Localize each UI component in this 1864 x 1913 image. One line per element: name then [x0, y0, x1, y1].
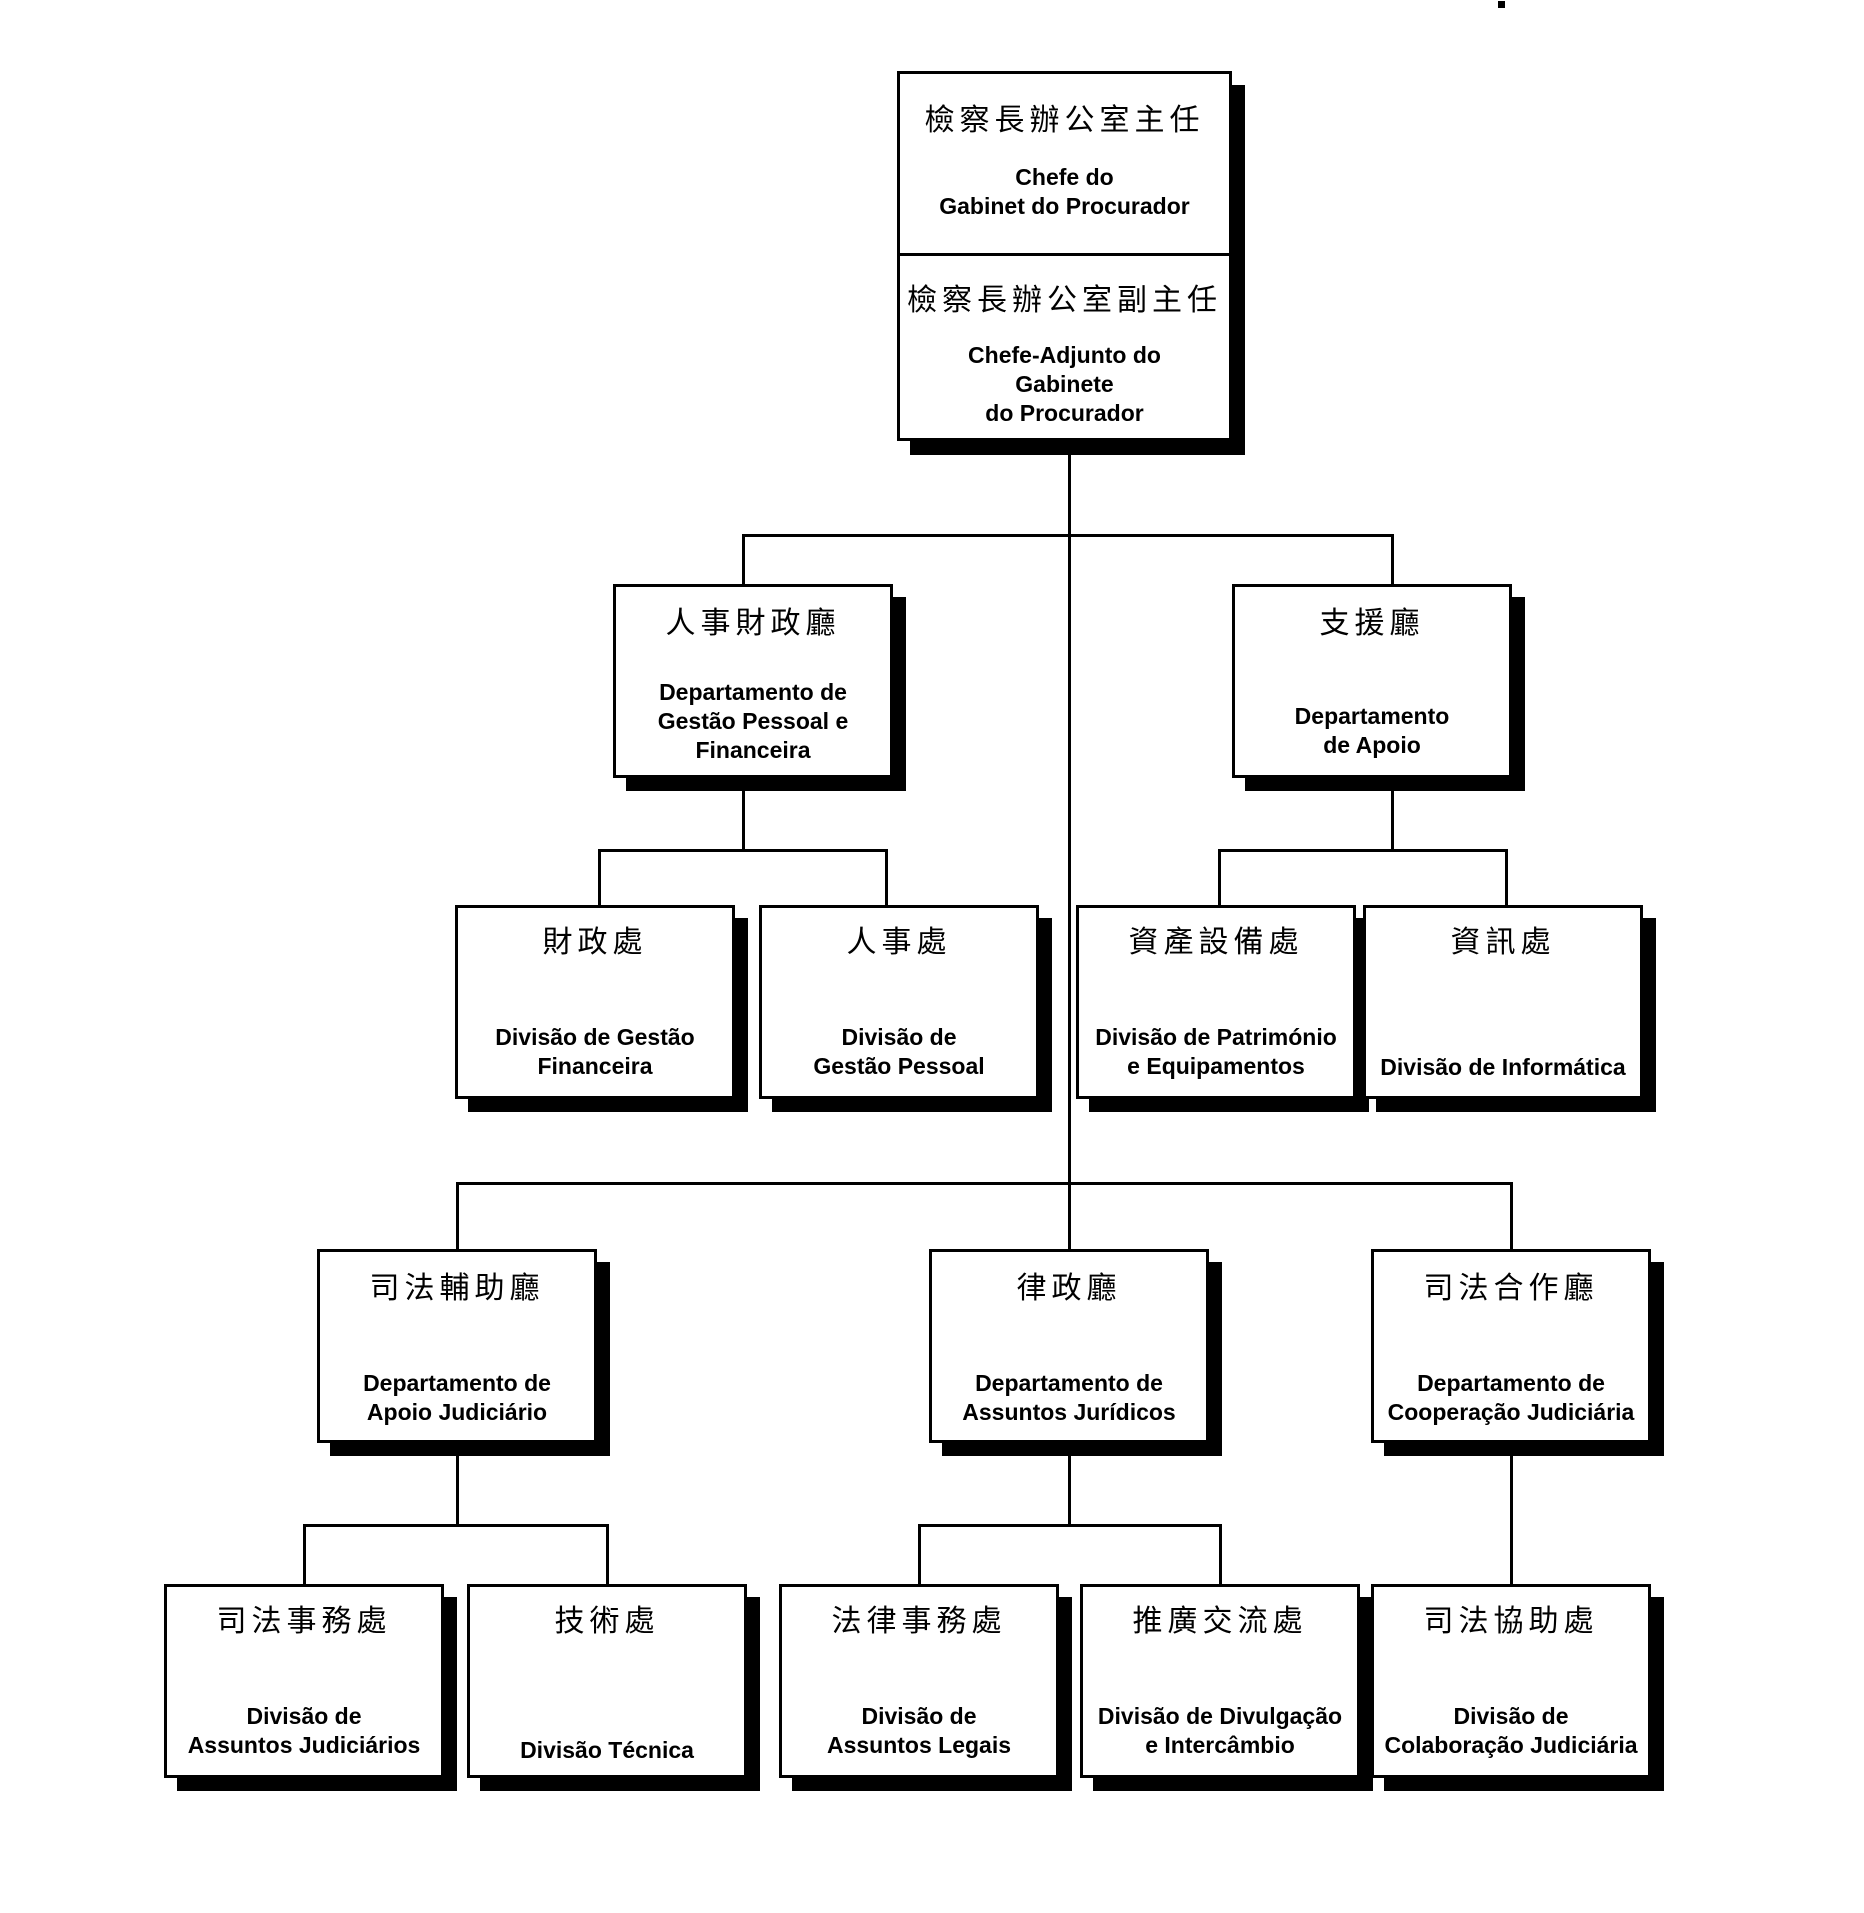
node-title-pt: Divisão de Gestão Financeira — [495, 1023, 695, 1079]
node-title-pt: Chefe do Gabinet do Procurador — [939, 163, 1190, 219]
node-title-zh: 法律事務處 — [831, 1605, 1007, 1638]
node-div-informatics[interactable]: 資訊處 Divisão de Informática — [1363, 905, 1643, 1099]
connector-bar-support-children — [1218, 849, 1508, 852]
node-title-pt: Divisão de Informática — [1380, 1053, 1626, 1080]
node-title-pt: Chefe-Adjunto do Gabinete do Procurador — [968, 341, 1161, 427]
node-dept-personnel-finance[interactable]: 人事財政廳 Departamento de Gestão Pessoal e F… — [613, 584, 893, 778]
node-title-zh: 技術處 — [554, 1605, 660, 1638]
node-dept-judicial-cooperation[interactable]: 司法合作廳 Departamento de Cooperação Judiciá… — [1371, 1249, 1651, 1443]
node-dept-support[interactable]: 支援廳 Departamento de Apoio — [1232, 584, 1512, 778]
connector-drop-from-dept-legal-affairs — [1068, 1430, 1071, 1525]
scan-artifact-dot — [1498, 1, 1505, 8]
node-title-pt: Departamento de Apoio — [1294, 702, 1450, 758]
node-title-pt: Departamento de Assuntos Jurídicos — [962, 1369, 1176, 1425]
node-title-pt: Divisão de Divulgação e Intercâmbio — [1097, 1702, 1343, 1758]
node-title-zh: 推廣交流處 — [1132, 1605, 1308, 1638]
node-title-pt: Divisão de Colaboração Judiciária — [1384, 1702, 1638, 1758]
node-title-pt: Divisão de Assuntos Legais — [826, 1702, 1012, 1758]
node-title-zh: 資產設備處 — [1128, 926, 1304, 959]
node-div-personnel-management[interactable]: 人事處 Divisão de Gestão Pessoal — [759, 905, 1039, 1099]
node-title-pt: Departamento de Cooperação Judiciária — [1387, 1369, 1635, 1425]
connector-drop-div-informatics — [1505, 849, 1508, 905]
node-title-zh: 檢察長辦公室主任 — [924, 104, 1205, 137]
node-title-pt: Divisão de Gestão Pessoal — [813, 1023, 985, 1079]
node-div-technical[interactable]: 技術處 Divisão Técnica — [467, 1584, 747, 1778]
connector-drop-div-personnel — [885, 849, 888, 905]
node-title-zh: 司法事務處 — [216, 1605, 392, 1638]
node-title-zh: 資訊處 — [1450, 926, 1556, 959]
connector-drop-dept-judicial-support — [456, 1182, 459, 1249]
connector-drop-from-dept-support — [1391, 778, 1394, 850]
connector-drop-from-dept-judicial-support — [456, 1430, 459, 1525]
connector-drop-div-assets — [1218, 849, 1221, 905]
node-title-pt: Divisão de Assuntos Judiciários — [187, 1702, 421, 1758]
connector-drop-dept-personnel-finance — [742, 534, 745, 584]
connector-drop-div-financial — [598, 849, 601, 905]
node-title-zh: 律政廳 — [1016, 1272, 1122, 1305]
connector-drop-div-judicial-affairs — [303, 1524, 306, 1584]
root-cell-deputy-chief[interactable]: 檢察長辦公室副主任 Chefe-Adjunto do Gabinete do P… — [900, 256, 1229, 438]
connector-bar-legal-affairs-children — [918, 1524, 1222, 1527]
node-title-pt: Departamento de Apoio Judiciário — [363, 1369, 551, 1425]
node-title-zh: 司法合作廳 — [1423, 1272, 1599, 1305]
root-cell-chief[interactable]: 檢察長辦公室主任 Chefe do Gabinet do Procurador — [900, 74, 1229, 256]
node-div-judicial-collaboration[interactable]: 司法協助處 Divisão de Colaboração Judiciária — [1371, 1584, 1651, 1778]
node-dept-judicial-support[interactable]: 司法輔助廳 Departamento de Apoio Judiciário — [317, 1249, 597, 1443]
node-title-zh: 檢察長辦公室副主任 — [907, 284, 1222, 317]
node-div-assets-equipment[interactable]: 資產設備處 Divisão de Património e Equipament… — [1076, 905, 1356, 1099]
node-title-pt: Divisão Técnica — [520, 1736, 694, 1763]
node-title-zh: 人事處 — [846, 926, 952, 959]
node-div-outreach-exchange[interactable]: 推廣交流處 Divisão de Divulgação e Intercâmbi… — [1080, 1584, 1360, 1778]
node-div-financial-management[interactable]: 財政處 Divisão de Gestão Financeira — [455, 905, 735, 1099]
node-div-legal-affairs[interactable]: 法律事務處 Divisão de Assuntos Legais — [779, 1584, 1059, 1778]
node-title-zh: 財政處 — [542, 926, 648, 959]
node-title-pt: Divisão de Património e Equipamentos — [1095, 1023, 1337, 1079]
node-title-pt: Departamento de Gestão Pessoal e Finance… — [657, 678, 849, 764]
connector-bar-tier2 — [742, 534, 1394, 537]
connector-spine-main — [1068, 440, 1071, 1185]
node-title-zh: 司法協助處 — [1423, 1605, 1599, 1638]
node-dept-legal-affairs[interactable]: 律政廳 Departamento de Assuntos Jurídicos — [929, 1249, 1209, 1443]
connector-drop-from-dept-personnel-finance — [742, 778, 745, 850]
connector-drop-dept-judicial-cooperation — [1510, 1182, 1513, 1249]
node-title-zh: 人事財政廳 — [665, 607, 841, 640]
connector-drop-dept-legal-affairs — [1068, 1182, 1071, 1249]
node-title-zh: 支援廳 — [1319, 607, 1425, 640]
connector-drop-div-outreach — [1219, 1524, 1222, 1584]
node-chief-of-cabinet[interactable]: 檢察長辦公室主任 Chefe do Gabinet do Procurador … — [897, 71, 1232, 441]
connector-drop-dept-support — [1391, 534, 1394, 584]
node-title-zh: 司法輔助廳 — [369, 1272, 545, 1305]
connector-bar-personnel-finance-children — [598, 849, 888, 852]
connector-drop-from-dept-judicial-cooperation — [1510, 1430, 1513, 1585]
connector-bar-tier3 — [456, 1182, 1513, 1185]
connector-bar-judicial-support-children — [303, 1524, 609, 1527]
node-div-judicial-affairs[interactable]: 司法事務處 Divisão de Assuntos Judiciários — [164, 1584, 444, 1778]
connector-drop-div-technical — [606, 1524, 609, 1584]
connector-drop-div-legal-affairs — [918, 1524, 921, 1584]
